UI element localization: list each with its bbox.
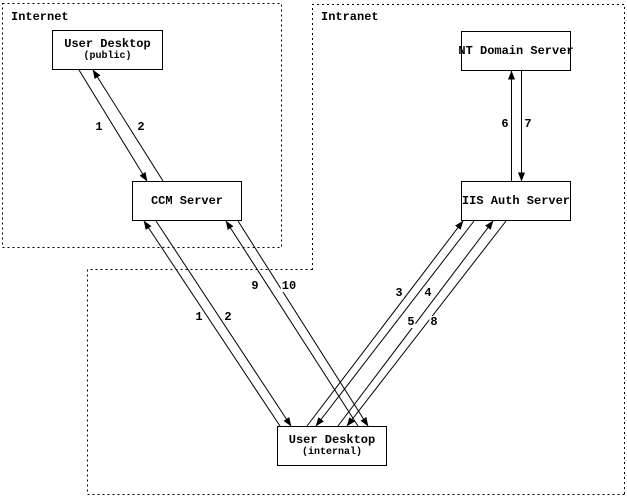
flow-label-6: 6 [500, 117, 510, 131]
flow-arrow-3 [306, 220, 464, 427]
flow-label-2-public: 2 [136, 120, 146, 134]
flow-label-9: 9 [250, 279, 260, 293]
intranet-region-label: Intranet [321, 10, 379, 24]
node-subtitle: (public) [83, 51, 132, 62]
flow-label-5: 5 [406, 315, 416, 329]
flow-arrow-1-public [78, 69, 148, 182]
node-title: NT Domain Server [458, 43, 574, 58]
flow-label-1-internal: 1 [194, 310, 204, 324]
node-iis-auth-server: IIS Auth Server [461, 181, 571, 221]
node-title: CCM Server [150, 193, 223, 208]
flow-arrow-10 [237, 220, 369, 427]
node-title: User Desktop [64, 37, 151, 51]
flow-label-7: 7 [523, 117, 533, 131]
flow-label-1-public: 1 [94, 120, 104, 134]
flow-arrow-9 [225, 220, 359, 427]
flow-label-8: 8 [429, 315, 439, 329]
node-title: User Desktop [288, 433, 376, 447]
flow-arrow-2-internal [155, 220, 292, 427]
flow-arrow-2-public [92, 69, 164, 182]
node-user-desktop-internal: User Desktop (internal) [277, 426, 387, 466]
node-title: IIS Auth Server [461, 193, 571, 208]
internet-region-outline [2, 3, 282, 248]
node-subtitle: (internal) [301, 447, 362, 458]
flow-arrow-1-internal [143, 220, 281, 427]
flow-label-10: 10 [280, 279, 298, 293]
internet-region-label: Internet [11, 10, 69, 24]
flow-label-3: 3 [394, 286, 404, 300]
flow-arrow-4 [315, 220, 475, 427]
node-nt-domain-server: NT Domain Server [458, 31, 574, 71]
flow-arrow-8 [346, 220, 507, 427]
node-user-desktop-public: User Desktop (public) [52, 30, 163, 70]
node-ccm-server: CCM Server [132, 181, 242, 221]
flow-label-4: 4 [423, 286, 433, 300]
intranet-region-outline [312, 4, 625, 495]
flow-label-2-internal: 2 [223, 310, 233, 324]
